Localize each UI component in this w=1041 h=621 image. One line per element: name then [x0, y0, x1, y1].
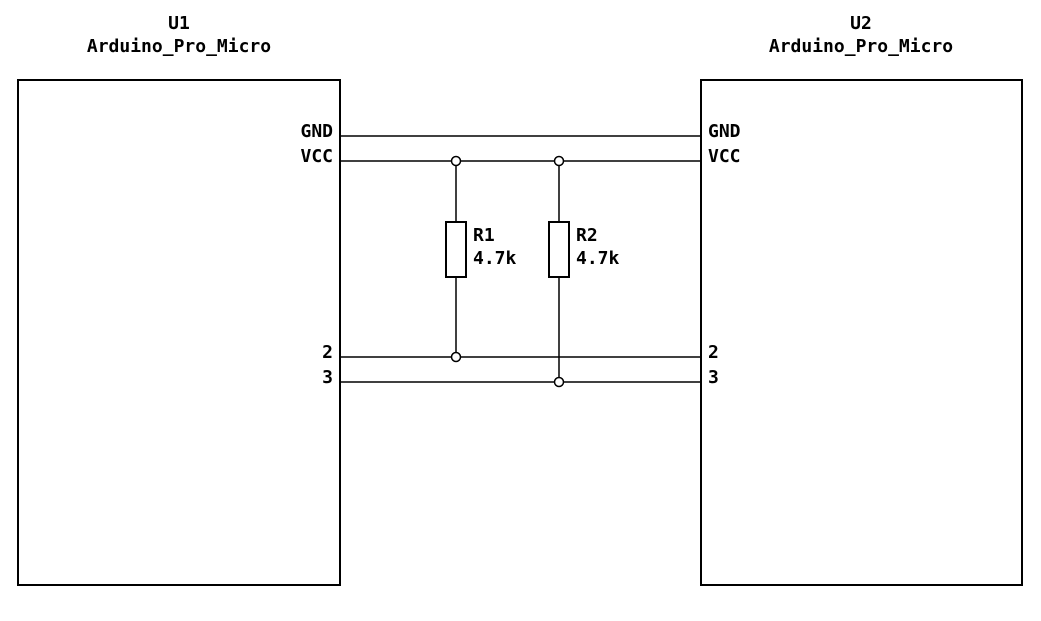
u1-body — [17, 79, 341, 586]
junction-r2-vcc — [553, 155, 565, 167]
u2-value: Arduino_Pro_Micro — [769, 36, 953, 57]
r2-value: 4.7k — [576, 248, 620, 269]
u1-pin-label-2: 2 — [322, 342, 333, 363]
r2-body — [548, 221, 570, 278]
r1-body — [445, 221, 467, 278]
u1-pin-label-gnd: GND — [300, 121, 333, 142]
u2-pin-label-vcc: VCC — [708, 146, 741, 167]
u1-pin-label-3: 3 — [322, 367, 333, 388]
r2-reference: R2 — [576, 225, 598, 246]
u1-reference: U1 — [168, 13, 190, 34]
u1-pin-label-vcc: VCC — [300, 146, 333, 167]
junction-r1-vcc — [450, 155, 462, 167]
r1-value: 4.7k — [473, 248, 517, 269]
u1-value: Arduino_Pro_Micro — [87, 36, 271, 57]
r1-reference: R1 — [473, 225, 495, 246]
u2-pin-label-2: 2 — [708, 342, 719, 363]
junction-r1-pin2 — [450, 351, 462, 363]
junction-r2-pin3 — [553, 376, 565, 388]
u2-body — [700, 79, 1023, 586]
u2-pin-label-gnd: GND — [708, 121, 741, 142]
u2-pin-label-3: 3 — [708, 367, 719, 388]
u2-reference: U2 — [850, 13, 872, 34]
